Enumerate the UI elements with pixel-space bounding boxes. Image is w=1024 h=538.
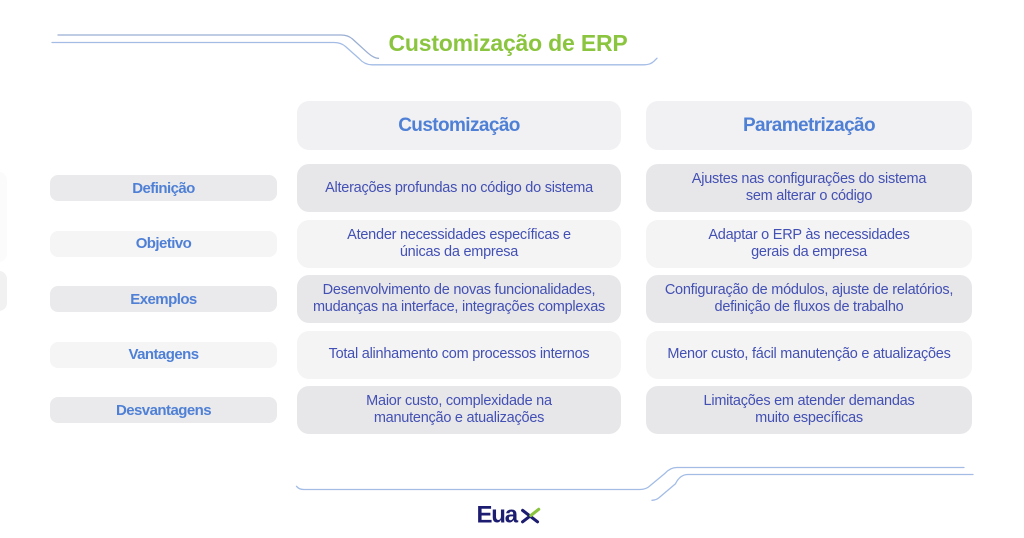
svg-text:Eua: Eua <box>477 501 519 528</box>
